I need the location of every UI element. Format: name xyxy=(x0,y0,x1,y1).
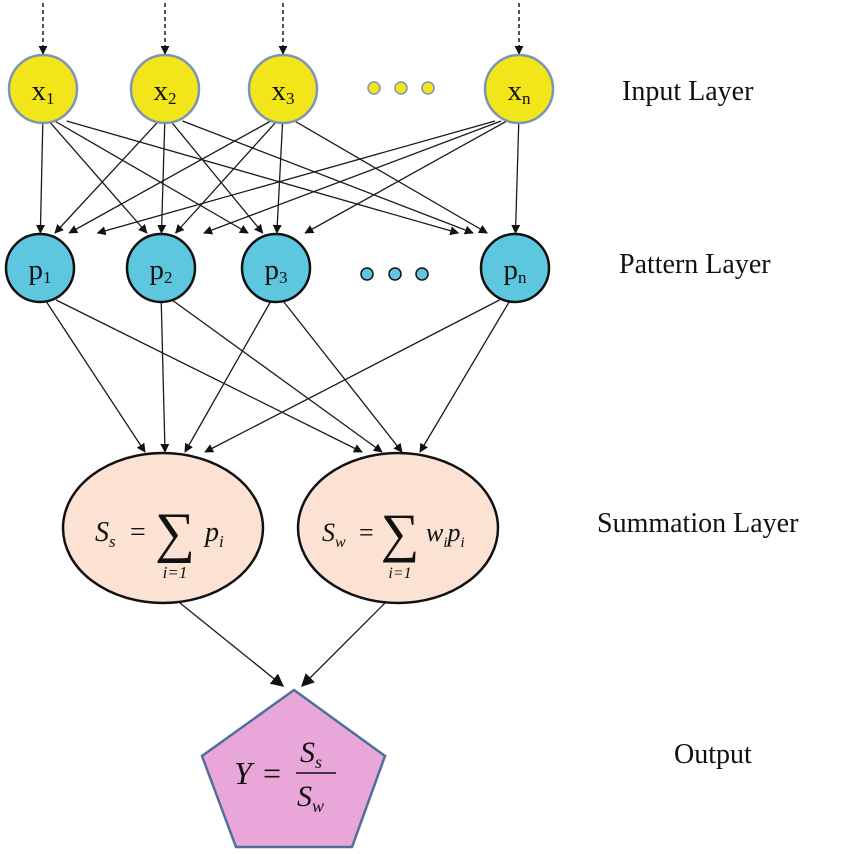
sw-term1-base: w xyxy=(426,518,444,547)
ss-formula: Ss xyxy=(95,517,116,551)
edge-pattern-4-sum-1 xyxy=(204,299,500,453)
ss-term: pi xyxy=(203,517,224,551)
input-node-n-sub: n xyxy=(522,89,531,108)
input-node-3: x3 xyxy=(247,53,319,125)
input-node-3-base: x xyxy=(272,75,287,107)
input-ellipsis-dots xyxy=(367,81,435,95)
pattern-node-n-base: p xyxy=(504,254,519,286)
svg-text:x3: x3 xyxy=(272,75,295,108)
summation-node-ss: Ss = ∑ i=1 pi xyxy=(61,451,265,605)
sw-eq: = xyxy=(359,518,374,547)
pattern-node-1-sub: 1 xyxy=(43,268,52,287)
input-node-n-base: x xyxy=(508,75,523,107)
pattern-ellipsis-dots xyxy=(360,267,429,281)
svg-text:pn: pn xyxy=(504,254,528,287)
edge-input-4-pattern-4 xyxy=(511,120,521,234)
input-layer-label: Input Layer xyxy=(622,76,754,107)
pattern-node-3: p3 xyxy=(240,232,312,304)
edge-input-2-pattern-2 xyxy=(157,120,167,234)
output-node: Y = Ss Sw xyxy=(200,688,387,849)
output-den-sub: w xyxy=(312,796,324,816)
summation-node-sw: Sw = ∑ i=1 wipi xyxy=(296,451,500,605)
pattern-node-1: p1 xyxy=(4,232,76,304)
edge-pattern-3-sum-2 xyxy=(281,299,403,453)
edge-sum-2-output xyxy=(301,602,386,687)
pattern-node-1-base: p xyxy=(29,254,44,286)
sw-sum-symbol: ∑ xyxy=(381,503,420,563)
input-node-n: xn xyxy=(483,53,555,125)
edge-input-4-pattern-3 xyxy=(304,120,508,234)
pattern-node-n-sub: n xyxy=(518,268,527,287)
edge-pattern-1-sum-1 xyxy=(44,299,146,453)
output-num-sub: s xyxy=(315,752,322,772)
sw-lhs: S xyxy=(322,518,335,547)
edge-pattern-2-sum-2 xyxy=(171,299,383,453)
edge-input-2-pattern-4 xyxy=(182,120,474,235)
pattern-layer-label: Pattern Layer xyxy=(619,249,771,280)
input-node-1: x1 xyxy=(7,53,79,125)
edge-pattern-4-sum-2 xyxy=(419,299,511,453)
edge-input-4-pattern-2 xyxy=(203,120,502,235)
pattern-node-n: pn xyxy=(479,232,551,304)
sw-term2-sub: i xyxy=(461,535,465,551)
pattern-node-2-base: p xyxy=(150,254,165,286)
connections xyxy=(36,3,524,687)
input-node-2-sub: 2 xyxy=(168,89,177,108)
edge-input-4-pattern-1 xyxy=(96,120,496,236)
ss-lhs-sub: s xyxy=(109,532,116,551)
output-num-base: S xyxy=(300,736,315,769)
ss-term-base: p xyxy=(203,517,219,548)
pattern-node-3-sub: 3 xyxy=(279,268,288,287)
summation-layer-label: Summation Layer xyxy=(597,508,799,539)
output-numerator: Ss xyxy=(300,736,322,772)
input-node-1-base: x xyxy=(32,75,47,107)
ss-term-sub: i xyxy=(219,532,224,551)
edge-sum-1-output xyxy=(179,602,285,687)
output-label: Output xyxy=(674,739,752,770)
ss-sum-symbol: ∑ xyxy=(155,502,195,564)
sw-sum-index: i=1 xyxy=(388,565,411,582)
edge-input-1-pattern-2 xyxy=(48,120,148,234)
input-node-2: x2 xyxy=(129,53,201,125)
output-lhs: Y xyxy=(234,755,255,791)
edge-input-1-pattern-1 xyxy=(36,120,46,234)
ss-sum-index: i=1 xyxy=(163,563,188,582)
svg-text:x1: x1 xyxy=(32,75,55,108)
edge-pattern-2-sum-1 xyxy=(160,299,170,453)
edge-input-1-pattern-3 xyxy=(54,120,249,234)
pattern-node-2: p2 xyxy=(125,232,197,304)
ss-lhs: S xyxy=(95,517,109,548)
ss-eq: = xyxy=(130,517,146,548)
svg-text:p2: p2 xyxy=(150,254,173,287)
edge-input-3-pattern-4 xyxy=(294,120,488,234)
output-denominator: Sw xyxy=(297,780,324,816)
sw-lhs-sub: w xyxy=(335,534,346,551)
edge-input-3-pattern-1 xyxy=(68,120,272,234)
output-den-base: S xyxy=(297,780,312,813)
edge-input-1-pattern-4 xyxy=(66,120,460,236)
svg-text:p3: p3 xyxy=(265,254,288,287)
pattern-node-3-base: p xyxy=(265,254,280,286)
edge-input-3-pattern-2 xyxy=(175,120,278,234)
edge-pattern-3-sum-1 xyxy=(184,299,273,453)
svg-text:x2: x2 xyxy=(154,75,177,108)
sw-terms: wipi xyxy=(426,518,465,551)
sw-formula: Sw xyxy=(322,518,346,551)
input-node-1-sub: 1 xyxy=(46,89,55,108)
input-node-2-base: x xyxy=(154,75,169,107)
svg-text:xn: xn xyxy=(508,75,532,108)
edge-input-2-pattern-3 xyxy=(170,120,264,234)
edge-pattern-1-sum-2 xyxy=(55,299,363,453)
edge-input-3-pattern-3 xyxy=(272,120,284,234)
edge-input-2-pattern-1 xyxy=(54,120,160,234)
sw-term2-base: p xyxy=(446,518,461,547)
pattern-node-2-sub: 2 xyxy=(164,268,173,287)
output-eq: = xyxy=(263,755,281,791)
input-node-3-sub: 3 xyxy=(286,89,295,108)
svg-text:p1: p1 xyxy=(29,254,52,287)
sw-term1-sub: i xyxy=(443,535,447,551)
